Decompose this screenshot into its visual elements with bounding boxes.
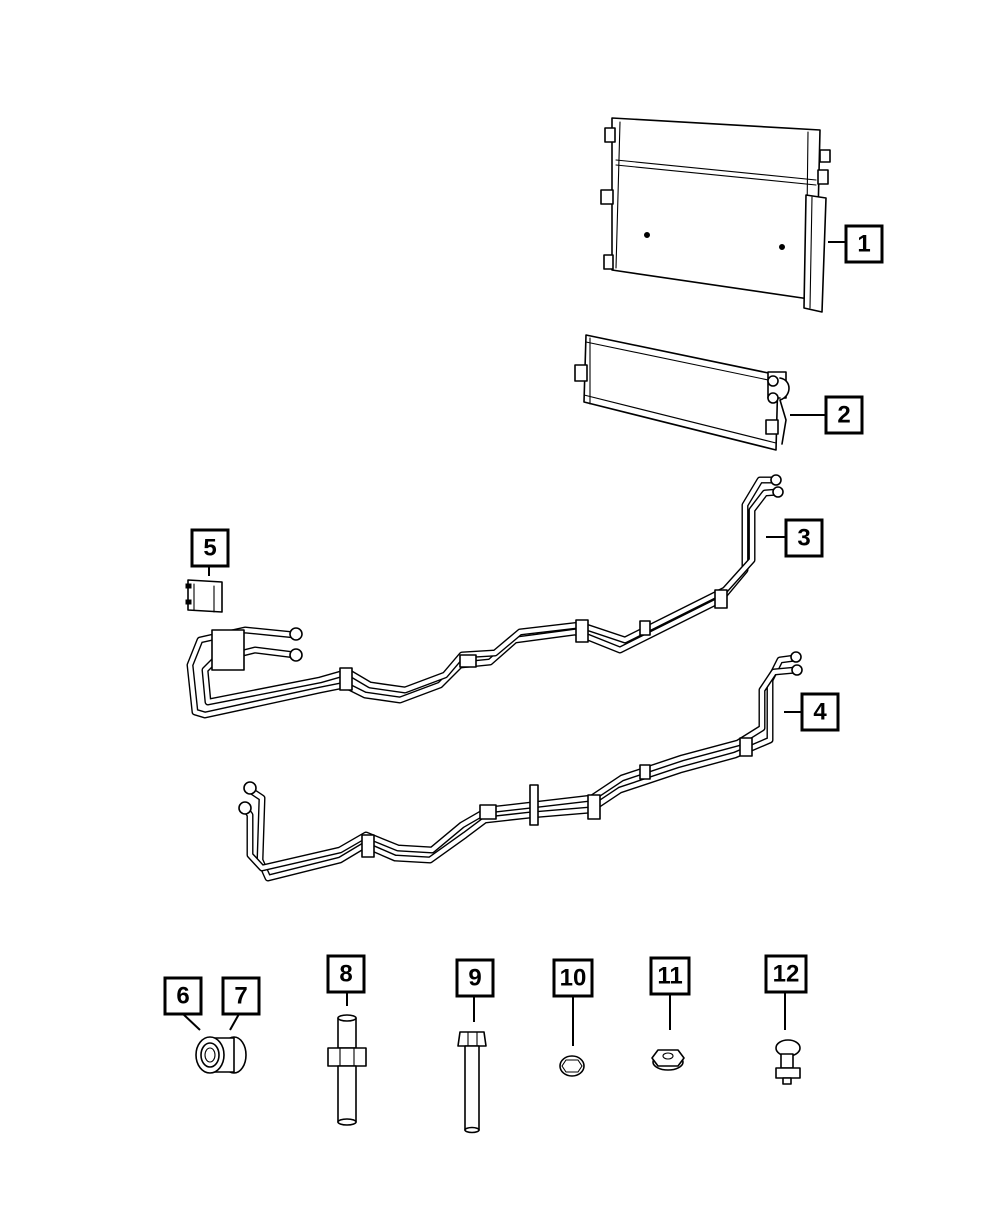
condenser-part-1 xyxy=(600,117,831,313)
callout-10: 10 xyxy=(552,958,594,998)
oil-cooler-part-2 xyxy=(574,334,790,451)
callout-9: 9 xyxy=(455,958,495,998)
nut-part-10 xyxy=(559,1055,585,1077)
fitting-parts-6-7 xyxy=(195,1036,247,1074)
svg-text:3: 3 xyxy=(797,525,810,552)
callout-12: 12 xyxy=(764,954,808,994)
stud-part-8 xyxy=(327,1014,367,1126)
svg-text:1: 1 xyxy=(857,231,870,258)
svg-text:9: 9 xyxy=(468,965,481,992)
leader-lines xyxy=(182,241,846,1046)
push-pin-part-12 xyxy=(775,1039,801,1085)
bolt-part-9 xyxy=(457,1031,487,1134)
callout-2: 2 xyxy=(824,395,864,435)
callout-7: 7 xyxy=(221,976,261,1016)
svg-text:7: 7 xyxy=(234,983,247,1010)
svg-text:6: 6 xyxy=(176,983,189,1010)
svg-text:2: 2 xyxy=(837,402,850,429)
callout-1: 1 xyxy=(844,224,884,264)
callout-11: 11 xyxy=(649,956,691,996)
svg-text:11: 11 xyxy=(657,963,682,990)
svg-text:12: 12 xyxy=(773,961,800,988)
svg-text:8: 8 xyxy=(339,961,352,988)
svg-text:4: 4 xyxy=(813,699,827,726)
flange-nut-part-11 xyxy=(651,1049,685,1071)
cooler-lines-part-4 xyxy=(238,651,803,882)
svg-text:5: 5 xyxy=(203,535,216,562)
callout-5: 5 xyxy=(190,528,230,568)
callout-4: 4 xyxy=(800,692,840,732)
callout-3: 3 xyxy=(784,518,824,558)
svg-text:10: 10 xyxy=(560,965,587,992)
clip-part-5 xyxy=(185,579,223,613)
callout-8: 8 xyxy=(326,954,366,994)
callout-6: 6 xyxy=(163,976,203,1016)
cooler-lines-part-3 xyxy=(186,474,784,719)
